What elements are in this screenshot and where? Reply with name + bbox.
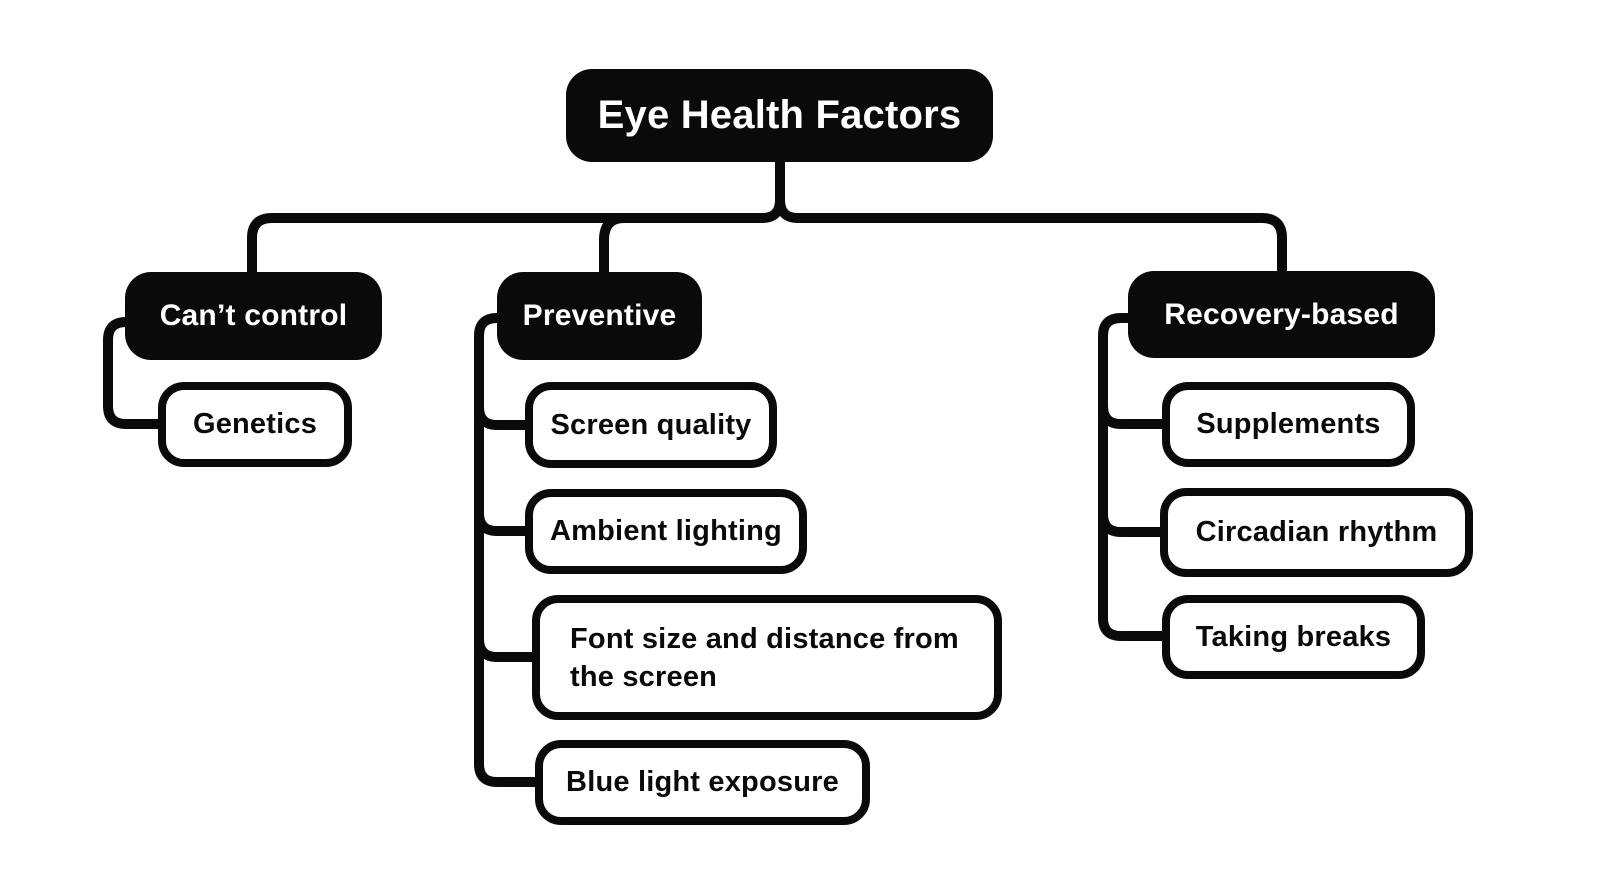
root-node-eye-health-factors[interactable]: Eye Health Factors — [566, 69, 993, 162]
child-node-supplements[interactable]: Supplements — [1162, 382, 1415, 467]
child-node-screen-quality[interactable]: Screen quality — [525, 382, 777, 468]
branch-node-cant-control[interactable]: Can’t control — [125, 272, 382, 360]
connector-root-to-cant-control — [247, 158, 785, 276]
connector-preventive-spine — [474, 313, 540, 787]
connector-recovery-to-circadian-rhythm — [1098, 513, 1165, 537]
child-node-ambient-lighting[interactable]: Ambient lighting — [525, 489, 807, 574]
connector-preventive-to-font-size — [474, 638, 537, 662]
branch-node-preventive[interactable]: Preventive — [497, 272, 702, 360]
child-node-taking-breaks[interactable]: Taking breaks — [1162, 595, 1425, 679]
branch-node-recovery-based[interactable]: Recovery-based — [1128, 271, 1435, 358]
connector-preventive-to-ambient-lighting — [474, 512, 530, 536]
connector-recovery-to-supplements — [1098, 405, 1167, 429]
connector-root-to-preventive — [599, 213, 625, 276]
connector-preventive-to-screen-quality — [474, 406, 530, 430]
child-node-font-size-and-distance[interactable]: Font size and distance from the screen — [532, 595, 1002, 720]
connector-cant-control-to-genetics — [103, 317, 162, 429]
connector-root-to-recovery-based — [775, 158, 1287, 275]
child-node-genetics[interactable]: Genetics — [158, 382, 352, 467]
child-node-circadian-rhythm[interactable]: Circadian rhythm — [1160, 488, 1473, 577]
child-node-blue-light-exposure[interactable]: Blue light exposure — [535, 740, 870, 825]
connector-recovery-spine — [1098, 313, 1167, 641]
